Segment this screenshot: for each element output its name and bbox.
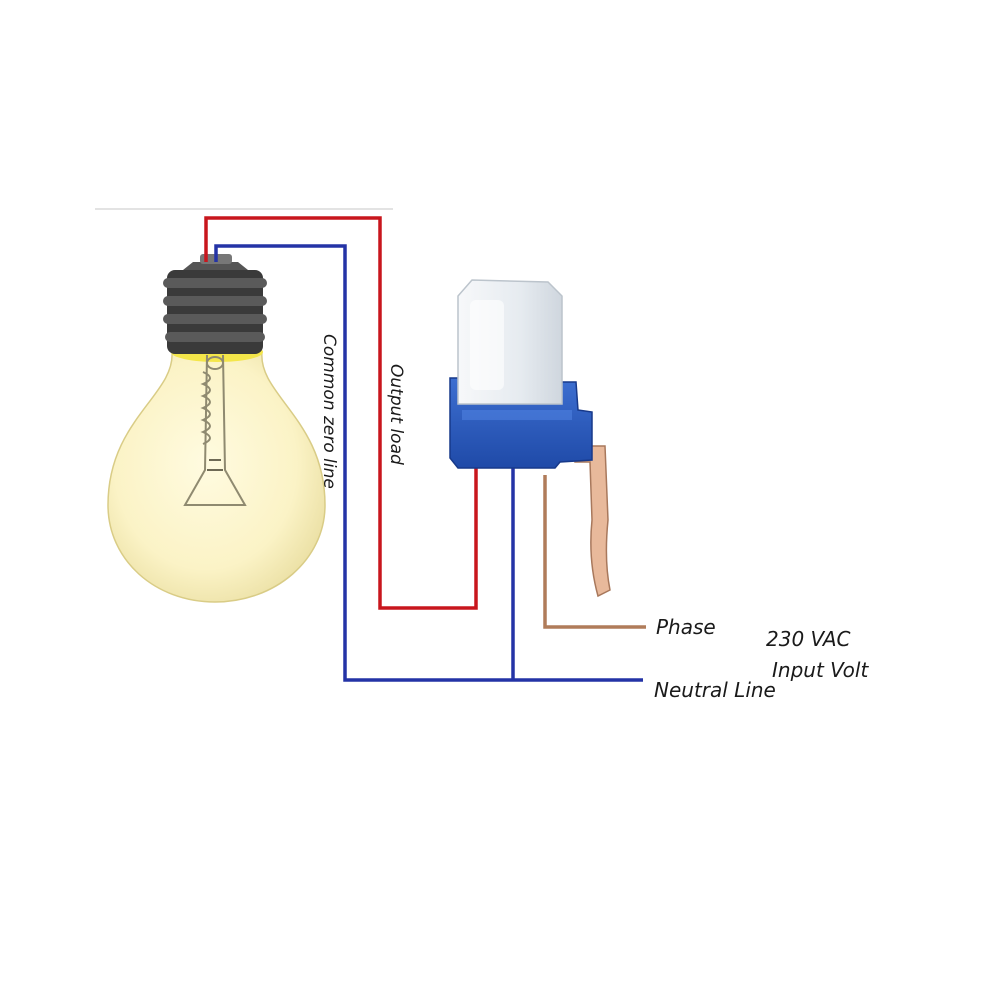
output-load-wire: [204, 216, 478, 610]
common-zero-wire: [214, 244, 643, 682]
phase-label: Phase: [656, 615, 716, 639]
voltage-label: 230 VAC: [766, 627, 851, 651]
input-volt-label: Input Volt: [772, 658, 869, 682]
bulb-socket: [163, 254, 267, 354]
bulb-glass: [107, 351, 326, 603]
common-zero-line-label: Common zero line: [319, 334, 339, 489]
filament-icon: [183, 354, 247, 506]
mounting-bracket: [574, 445, 611, 598]
neutral-line-label: Neutral Line: [654, 678, 776, 702]
light-bulb: [107, 254, 326, 603]
photocell-sensor: [449, 279, 611, 598]
phase-wire: [543, 475, 646, 629]
output-load-label: Output load: [386, 364, 406, 465]
